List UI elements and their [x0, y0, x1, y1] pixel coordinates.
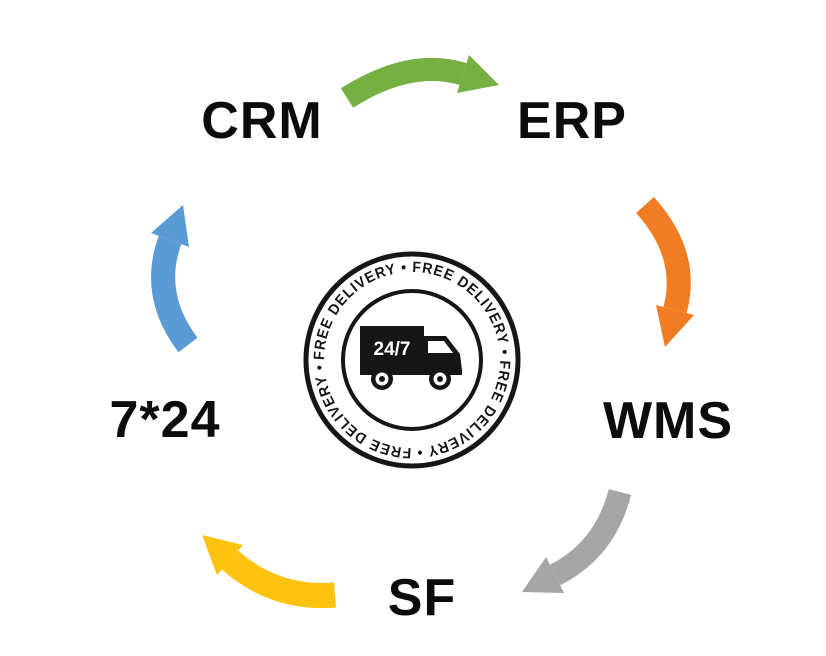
arrow-erp-to-wms-head [656, 305, 694, 347]
arrow-wms-to-sf [522, 488, 632, 593]
arrow-sf-to-7x24 [202, 535, 337, 609]
arrow-erp-to-wms [635, 196, 694, 347]
node-crm: CRM [201, 92, 323, 150]
delivery-truck-icon: 24/7 [360, 326, 462, 390]
node-erp: ERP [517, 92, 627, 150]
arrow-7x24-to-crm [151, 205, 198, 353]
arrow-sf-to-7x24-body [221, 550, 337, 609]
node-wms: WMS [602, 392, 734, 450]
arrow-sf-to-7x24-head [202, 535, 243, 575]
arrow-7x24-to-crm-head [151, 205, 189, 247]
truck-24-7-label: 24/7 [374, 339, 411, 360]
arrow-crm-to-erp [340, 55, 499, 108]
arrow-erp-to-wms-body [635, 196, 691, 314]
arrow-crm-to-erp-head [457, 55, 499, 93]
arrow-crm-to-erp-body [340, 58, 467, 108]
arrow-wms-to-sf-body [549, 488, 632, 586]
node-7x24: 7*24 [109, 391, 221, 449]
arrow-7x24-to-crm-body [151, 235, 198, 353]
node-sf: SF [387, 569, 457, 627]
arrow-wms-to-sf-head [522, 557, 564, 593]
free-delivery-badge: FREE DELIVERY • FREE DELIVERY • FREE DEL… [303, 251, 521, 469]
